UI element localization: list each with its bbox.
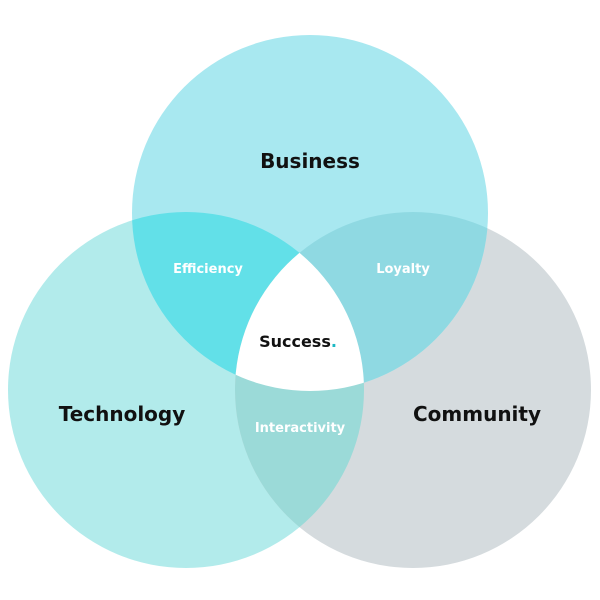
label-loyalty: Loyalty: [376, 262, 430, 277]
label-technology: Technology: [59, 402, 186, 426]
success-dot: .: [331, 332, 337, 351]
label-community: Community: [413, 402, 541, 426]
success-text: Success: [259, 332, 331, 351]
overlap-center: [235, 212, 364, 391]
label-efficiency: Efficiency: [173, 262, 243, 277]
label-business: Business: [260, 149, 360, 173]
label-success: Success.: [259, 332, 337, 351]
label-interactivity: Interactivity: [255, 421, 346, 436]
